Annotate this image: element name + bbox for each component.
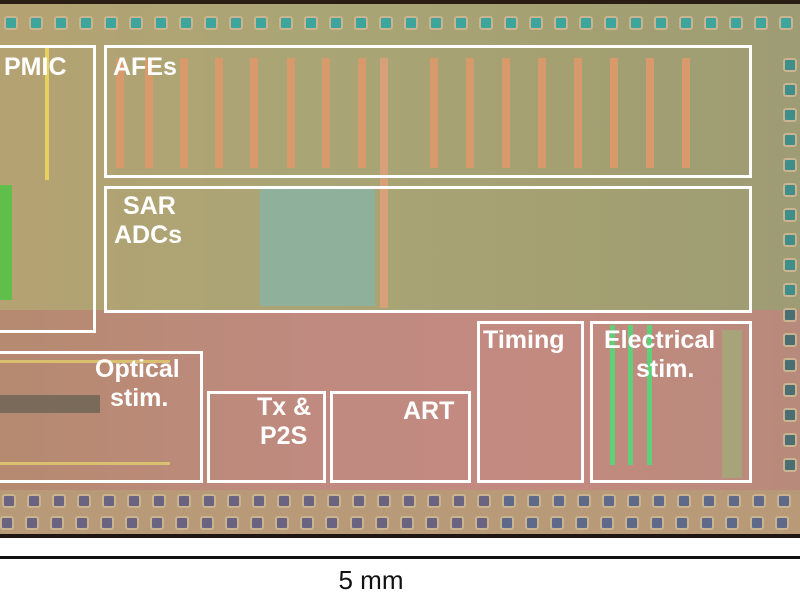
estim-side-block [722,330,742,478]
die-bottom-edge [0,534,800,538]
die-top-edge [0,0,800,4]
pmic-green-area [0,185,12,300]
tx-p2s-label-line1: Tx & [257,393,312,421]
electrical-stim-block-outline [590,321,752,483]
pmic-label: PMIC [4,53,67,81]
optical-stim-block-outline [0,351,203,483]
optical-trace-2 [0,462,170,465]
electrical-stim-label-line2: stim. [636,355,695,383]
timing-block-outline [477,321,584,483]
optical-stim-label-line2: stim. [110,384,169,412]
estim-trace-1 [610,325,615,465]
electrical-stim-label-line1: Electrical [604,326,716,354]
top-pad-row [4,16,800,30]
bottom-pad-row-1 [2,494,800,508]
die-lower-region [0,310,800,490]
right-pad-column [783,58,797,483]
scale-bar [0,556,800,559]
bottom-pad-row-2 [0,516,800,530]
pmic-yellow-trace [45,45,49,180]
timing-label: Timing [483,326,565,354]
estim-trace-2 [628,325,633,465]
pmic-block-outline [0,45,96,333]
optical-dark-band [0,395,100,413]
art-block-outline [330,391,471,483]
sar-adcs-label-line2: ADCs [114,221,183,249]
sar-adc-capacitor-array [260,186,375,306]
sar-adcs-label-line1: SAR [123,192,176,220]
sar-adcs-block-outline [104,186,752,313]
optical-trace-1 [0,360,170,363]
tx-p2s-label-line2: P2S [260,422,308,450]
chip-die-photo: PMIC AFEs SAR ADCs Optical stim. Tx & P2… [0,0,800,538]
optical-stim-label-line1: Optical [95,355,180,383]
tx-p2s-block-outline [207,391,326,483]
estim-trace-3 [647,325,652,465]
afes-label: AFEs [113,53,177,81]
afes-block-outline [104,45,752,178]
die-upper-region [0,4,800,324]
art-label: ART [403,397,455,425]
scale-bar-label: 5 mm [338,565,404,595]
